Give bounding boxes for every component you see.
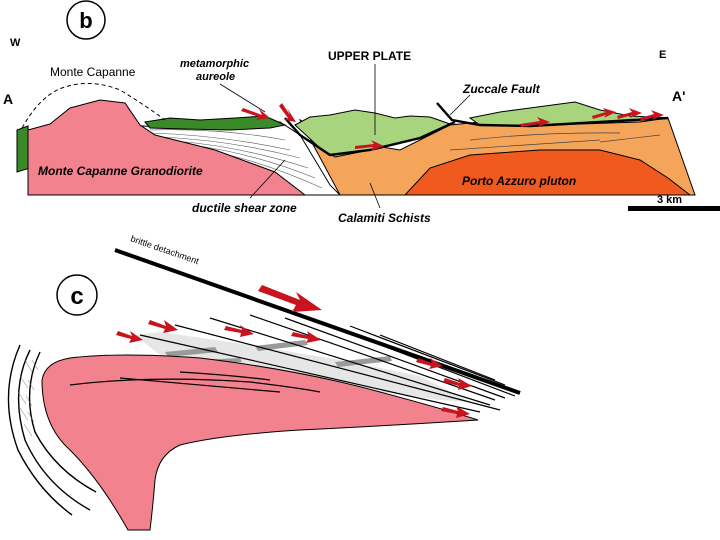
- arrow-icon: [291, 331, 321, 343]
- west-label: W: [10, 37, 21, 49]
- scale-bar-label: 3 km: [657, 194, 682, 206]
- granodiorite-label: Monte Capanne Granodiorite: [38, 164, 203, 178]
- arrow-icon: [592, 108, 616, 119]
- western-fault-line: [284, 117, 456, 157]
- panel-b-circle: [66, 0, 106, 40]
- upper-plate-body: [294, 109, 452, 158]
- scale-bar: [628, 206, 720, 211]
- country-rock-hatching: [17, 359, 39, 437]
- leader-lines: [219, 64, 471, 209]
- monte-capanne-label: Monte Capanne: [50, 65, 136, 79]
- arrow-icon: [355, 140, 384, 151]
- arrow-icon: [224, 325, 254, 337]
- east-label: E: [659, 49, 666, 61]
- monte-capanne-projection: [21, 83, 166, 129]
- point-a-label: A: [3, 91, 13, 107]
- arrow-icon: [241, 108, 270, 120]
- aureole-label: aureole: [196, 71, 235, 83]
- point-a-prime-label: A': [672, 88, 685, 104]
- panel-c-circle: [56, 274, 98, 316]
- panel-b: b W E A A': [3, 0, 720, 225]
- arrow-icon: [116, 331, 143, 343]
- porto-azzuro-pluton-body: [403, 149, 692, 196]
- kinematic-arrows-c: [116, 285, 472, 418]
- ductile-shear-zone-label: ductile shear zone: [192, 201, 297, 215]
- arrow-icon: [520, 117, 550, 127]
- country-rock-arcs: [7, 344, 97, 516]
- arrow-icon: [148, 320, 178, 333]
- panel-c-letter: c: [70, 283, 83, 310]
- arrow-icon: [279, 103, 296, 122]
- shear-band-body: [135, 332, 470, 402]
- arrow-icon: [416, 358, 443, 369]
- arrow-icon: [617, 108, 642, 119]
- brittle-detachment-line: [114, 248, 521, 395]
- upper-plate-label: UPPER PLATE: [328, 49, 411, 63]
- arrow-icon: [441, 406, 470, 418]
- metamorphic-label: metamorphic: [180, 58, 249, 70]
- zuccale-fault-label: Zuccale Fault: [462, 82, 541, 96]
- schist-foliation: [449, 132, 661, 151]
- kinematic-arrows-b: [241, 103, 664, 151]
- granite-foliation: [69, 371, 321, 393]
- metamorphic-aureole-body: [144, 115, 287, 131]
- arrow-icon: [258, 285, 322, 312]
- arrow-icon: [640, 110, 664, 121]
- zuccale-fault-line: [436, 102, 669, 128]
- arrow-icon: [443, 378, 472, 390]
- monte-capanne-granodiorite-body: [27, 99, 307, 196]
- granite-body-c: [41, 354, 479, 531]
- calamiti-schists-label: Calamiti Schists: [338, 211, 431, 225]
- panel-b-letter: b: [79, 8, 92, 33]
- brittle-detachment-label: brittle detachment: [129, 233, 200, 266]
- porto-azzuro-label: Porto Azzuro pluton: [462, 174, 576, 188]
- panel-c: c brittle detachment: [7, 233, 521, 531]
